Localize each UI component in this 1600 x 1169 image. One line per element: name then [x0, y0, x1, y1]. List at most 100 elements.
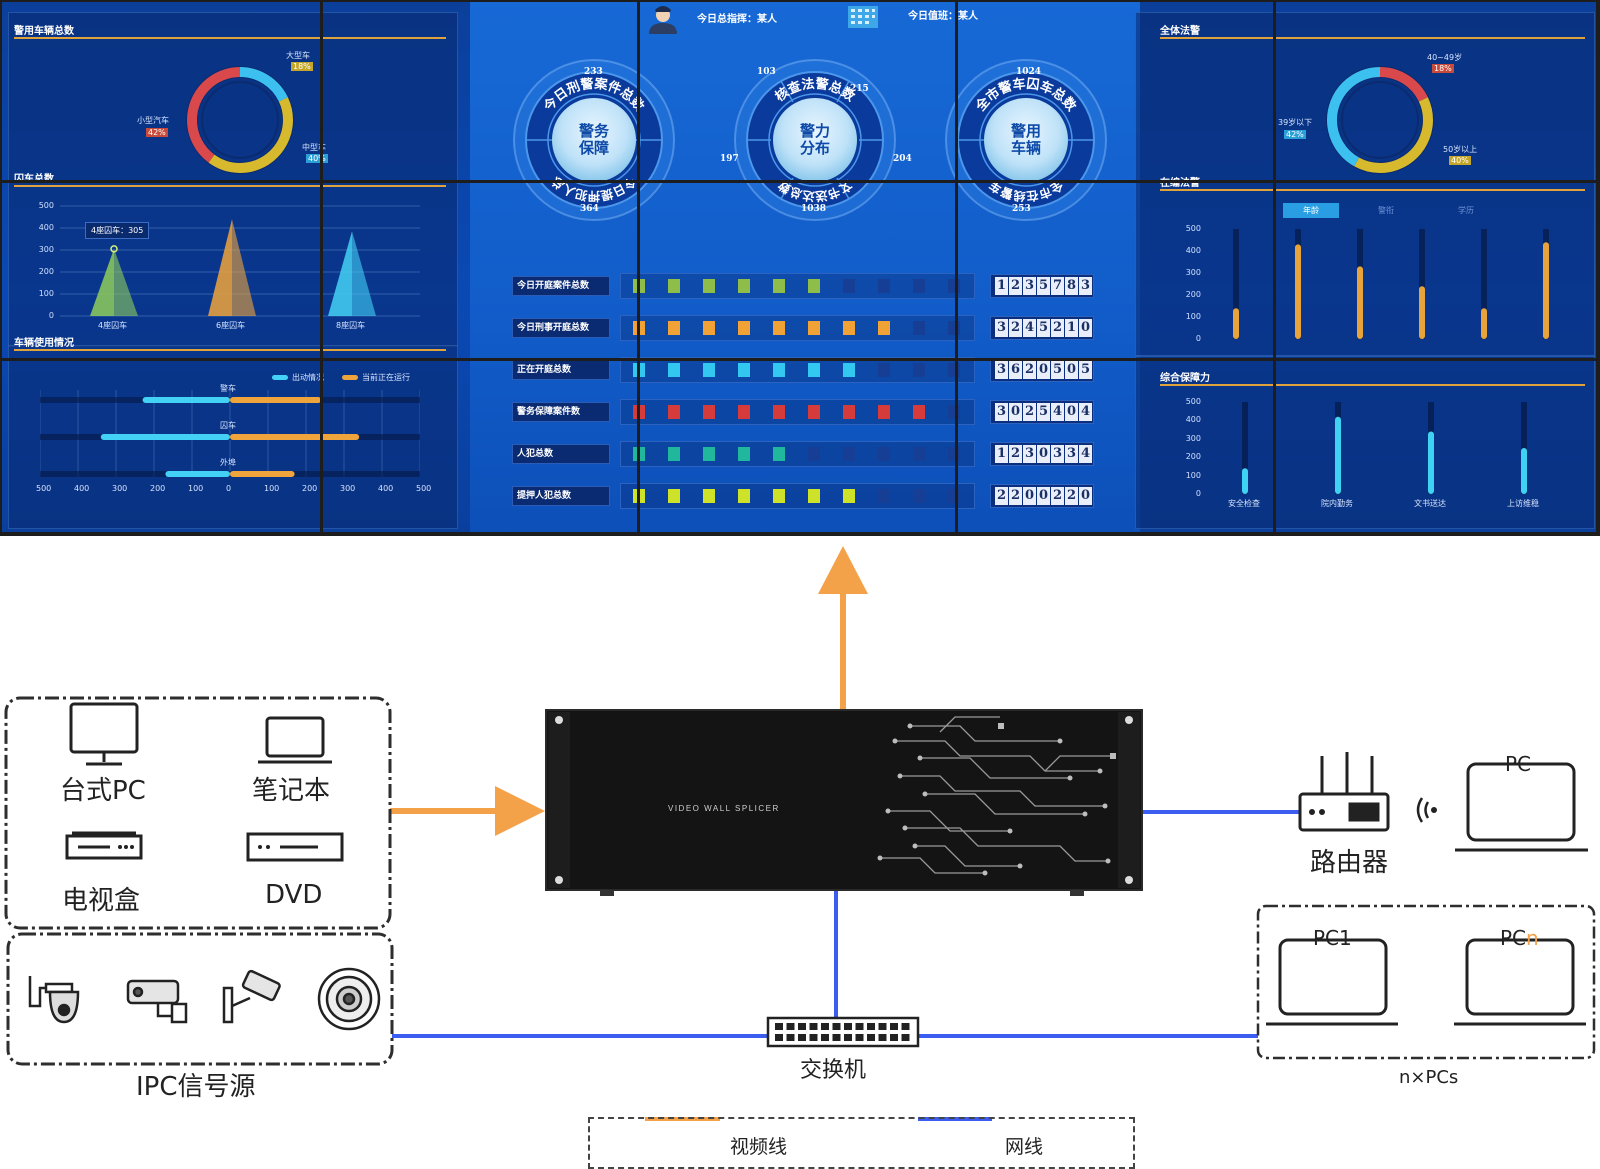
stat-digit: 3	[1023, 277, 1036, 295]
wall-bezel	[0, 180, 1600, 183]
dial-center-line: 分布	[799, 139, 830, 157]
tab-age[interactable]: 年龄	[1283, 203, 1339, 218]
y-tick-label: 300	[1185, 433, 1201, 443]
seg-label-39: 39岁以下	[1278, 118, 1313, 127]
stat-digit: 1	[1065, 319, 1078, 337]
tab-education[interactable]: 学历	[1458, 206, 1474, 215]
stat-digit: 2	[1023, 403, 1036, 421]
stat-square-lit	[703, 489, 715, 503]
pc-label: PC	[1505, 752, 1532, 776]
stat-digit: 3	[1079, 277, 1092, 295]
x-tick-label: 300	[112, 484, 128, 493]
bar	[1428, 431, 1434, 494]
stat-square-lit	[668, 279, 680, 293]
x-tick-label: 上访维稳	[1507, 499, 1539, 508]
legend-swatch-running	[342, 375, 358, 380]
dial-center-label: 警力分布	[773, 123, 857, 157]
dial-divider	[836, 80, 850, 103]
stat-digit: 2	[1051, 487, 1064, 505]
seg-label-large: 大型车	[286, 51, 310, 60]
dial-top-right-value: 215	[850, 84, 869, 94]
stat-digit: 3	[995, 403, 1008, 421]
stat-square-lit	[738, 447, 750, 461]
stat-digit: 2	[995, 487, 1008, 505]
switch-port	[786, 1023, 795, 1030]
category-label: 外埠	[220, 458, 236, 467]
cone-bar	[208, 219, 232, 316]
prison-cars-title: 囚车总数	[14, 170, 54, 185]
stat-label: 正在开庭总数	[512, 360, 610, 380]
stat-square-lit	[703, 279, 715, 293]
stat-digit: 5	[1037, 319, 1050, 337]
stat-digit: 4	[1023, 319, 1036, 337]
stat-square-lit	[808, 489, 820, 503]
switch-port	[775, 1023, 783, 1030]
title-underline	[14, 349, 446, 351]
running-bar	[230, 397, 322, 403]
panel-on-duty	[1135, 180, 1595, 356]
y-tick-label: 300	[1185, 268, 1201, 277]
stat-square-off	[913, 279, 925, 293]
bar	[1242, 468, 1248, 494]
stat-digit: 2	[1023, 361, 1036, 379]
x-tick-label: 200	[150, 484, 166, 493]
stat-square-lit	[703, 447, 715, 461]
running-bar	[230, 471, 295, 477]
seg-label-40-49: 40~49岁	[1427, 53, 1463, 62]
y-tick-label: 200	[1185, 290, 1201, 299]
stat-digit: 5	[1037, 403, 1050, 421]
source-label-dvd: DVD	[265, 880, 323, 910]
usage-title: 车辆使用情况	[14, 338, 74, 349]
stat-digit: 4	[1051, 403, 1064, 421]
stat-square-lit	[843, 489, 855, 503]
title-underline	[1160, 37, 1585, 39]
stat-square-off	[948, 447, 960, 461]
stat-square-lit	[808, 321, 820, 335]
seg-pct-40-49: 18%	[1432, 64, 1454, 73]
bar	[1357, 266, 1363, 339]
tab-rank[interactable]: 警衔	[1378, 206, 1394, 215]
cone-bar-shade	[352, 231, 376, 316]
category-label: 警车	[220, 384, 236, 393]
switch-port	[901, 1023, 910, 1030]
duty-grid-icon	[848, 6, 878, 28]
stat-digit: 2	[1009, 487, 1022, 505]
dial-center-line: 保障	[578, 139, 609, 157]
stat-digit: 2	[1065, 487, 1078, 505]
switch-port	[844, 1023, 852, 1030]
stat-square-off	[913, 447, 925, 461]
stat-digit: 8	[1065, 277, 1078, 295]
stat-square-lit	[668, 405, 680, 419]
dial-bottom-value: 253	[1012, 204, 1031, 214]
stat-square-off	[878, 279, 890, 293]
bar-track	[1481, 229, 1487, 339]
switch-port	[821, 1023, 829, 1030]
pcn-laptop-icon	[1454, 938, 1586, 1026]
source-label-laptop: 笔记本	[252, 776, 331, 806]
wall-bezel	[0, 532, 1600, 536]
stat-label: 今日开庭案件总数	[512, 276, 610, 296]
wall-bezel	[0, 358, 1600, 361]
router-icon	[1298, 752, 1390, 832]
title-underline	[1160, 384, 1585, 386]
dial-center-line: 警务	[578, 122, 609, 140]
usage-chart	[40, 390, 420, 477]
stat-square-lit	[843, 405, 855, 419]
stat-square-lit	[738, 363, 750, 377]
topology-diagram: VIDEO WALL SPLICER	[4, 546, 1596, 1121]
x-tick-label: 4座囚车	[98, 321, 128, 330]
stat-square-lit	[668, 363, 680, 377]
ipc-label: IPC信号源	[130, 1066, 262, 1103]
ipc-box	[6, 932, 394, 1066]
switch-port	[901, 1034, 910, 1041]
dial-top-value: 233	[584, 67, 603, 77]
switch-port	[878, 1023, 887, 1030]
stat-square-off	[948, 363, 960, 377]
bullet-camera-icon	[126, 979, 188, 1024]
dvd-player-icon	[246, 832, 344, 862]
dial-inner-ring	[547, 93, 641, 187]
stat-digit: 1	[995, 277, 1008, 295]
switch-port	[786, 1034, 795, 1041]
seg-label-small: 小型汽车	[137, 116, 169, 125]
